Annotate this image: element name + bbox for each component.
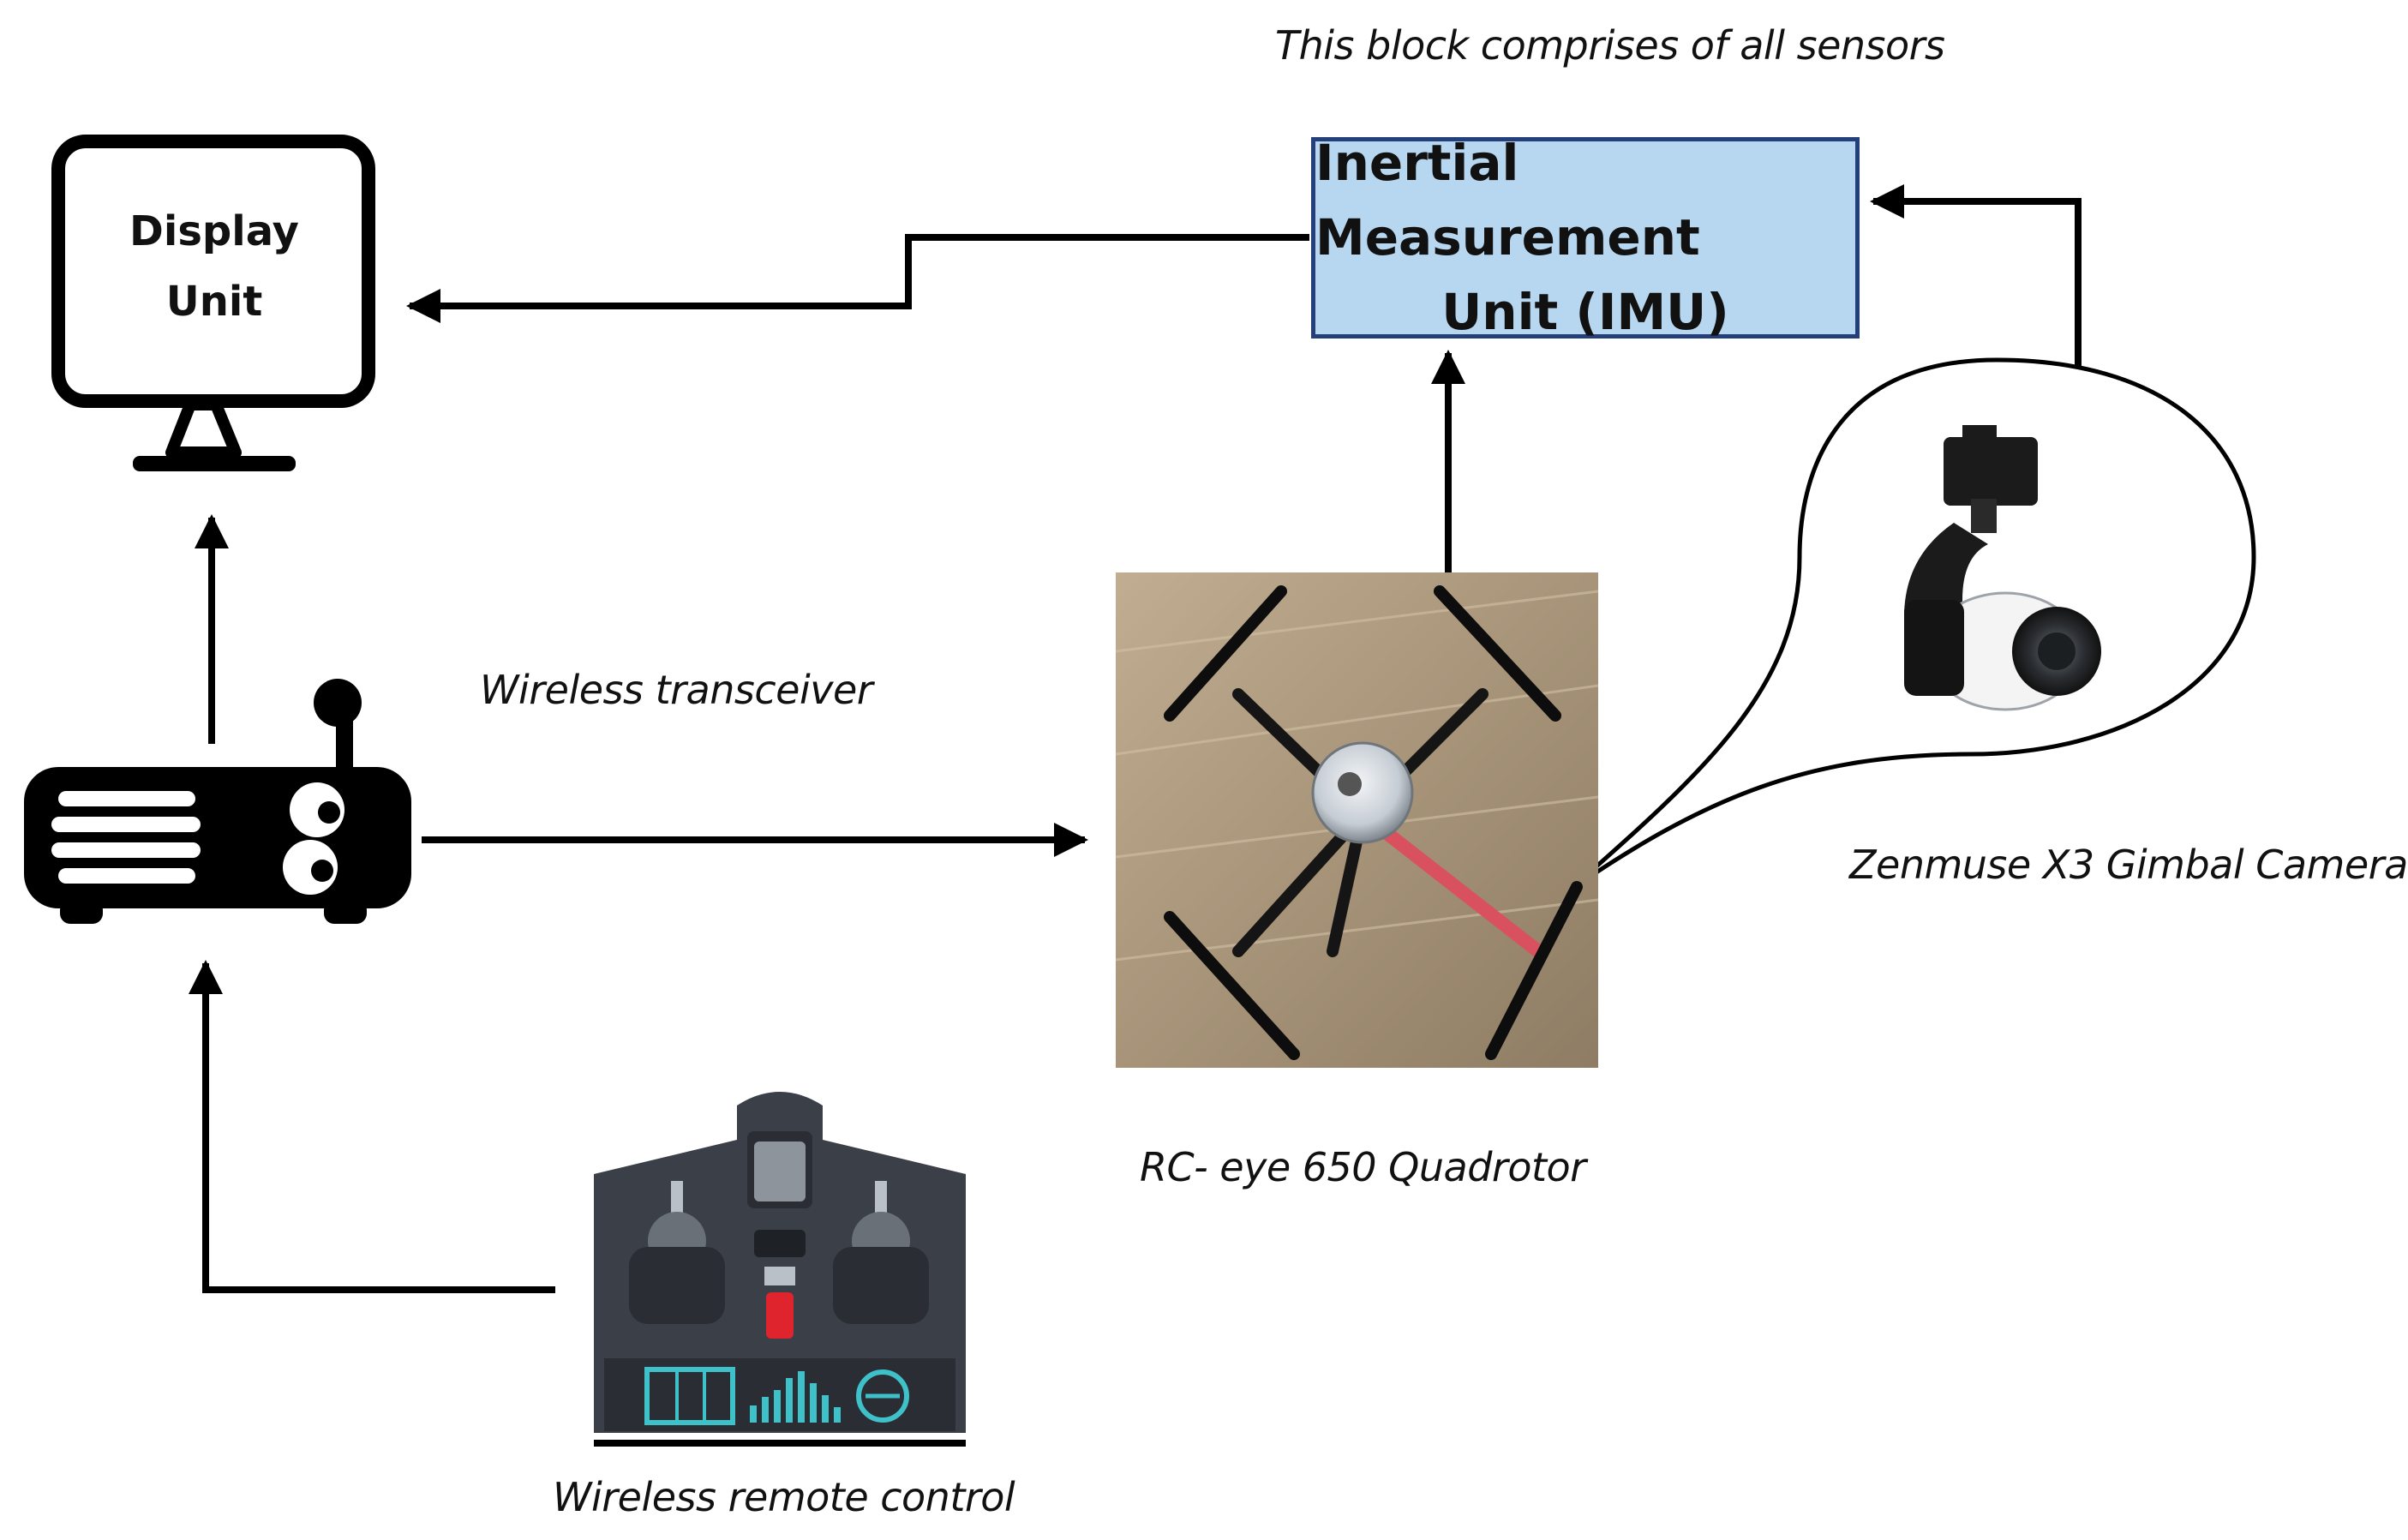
router-icon: [24, 679, 411, 924]
arrow-remote-to-transceiver: [189, 960, 555, 1293]
display-line2: Unit: [165, 277, 263, 326]
imu-title-line1: Inertial Measurement: [1315, 134, 1700, 267]
camera-callout-bubble: [1566, 357, 2256, 894]
monitor-icon: [51, 135, 375, 471]
transceiver-label: Wireless transceiver: [480, 667, 873, 713]
quadrotor-label: RC- eye 650 Quadrotor: [1140, 1144, 1586, 1190]
imu-block: [1311, 137, 1860, 339]
imu-title-line2: Unit (IMU): [1441, 283, 1729, 341]
connections: [189, 184, 2082, 1293]
rc-controller-icon: [594, 1092, 966, 1447]
display-unit-label: Display Unit: [94, 197, 334, 337]
imu-box: Inertial Measurement Unit (IMU): [1311, 134, 1860, 341]
display-line1: Display: [129, 207, 299, 255]
quadrotor-photo: [1115, 572, 1599, 1068]
remote-label: Wireless remote control: [553, 1474, 1015, 1520]
arrow-imu-to-display: [406, 234, 1309, 323]
camera-label: Zenmuse X3 Gimbal Camera: [1849, 842, 2408, 888]
arrow-camera-to-imu: [1870, 184, 2082, 369]
gimbal-camera-photo: [1904, 425, 2101, 711]
imu-note: This block comprises of all sensors: [1275, 22, 1945, 69]
